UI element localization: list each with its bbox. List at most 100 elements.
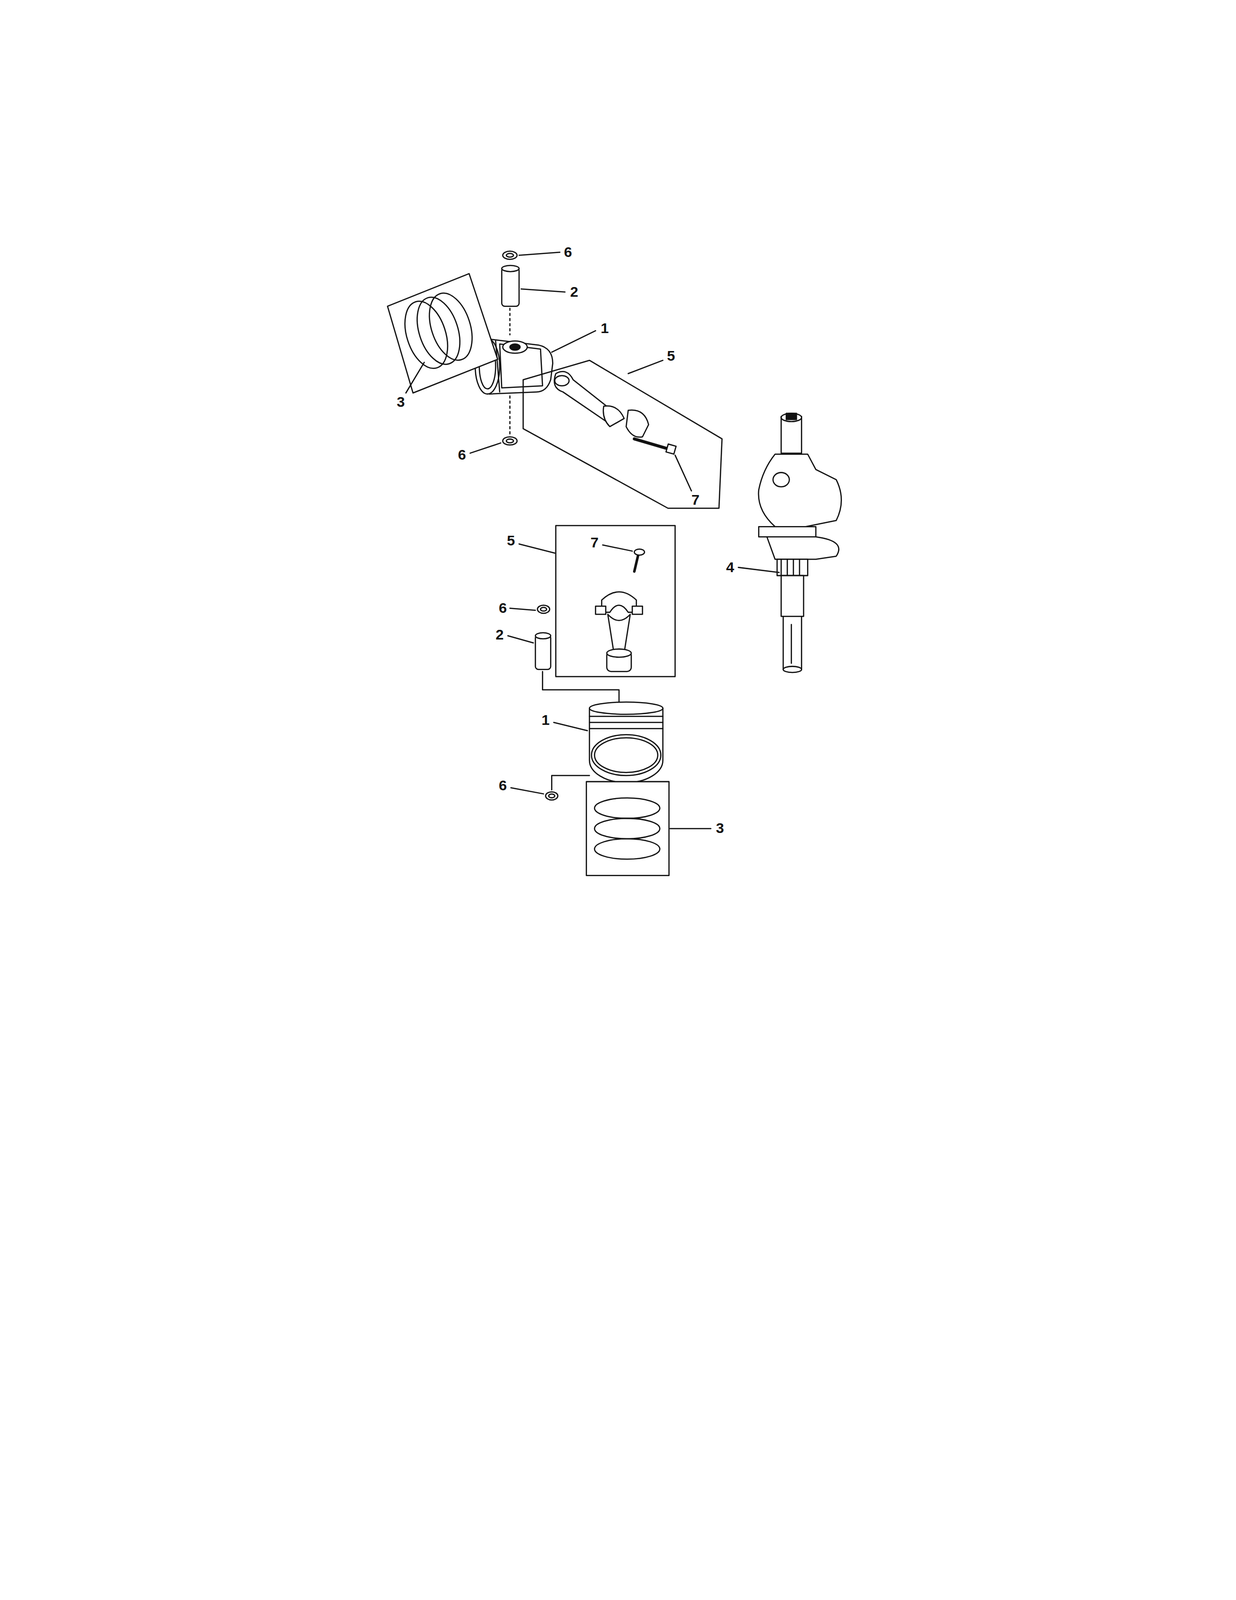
leader-line-part — [551, 330, 596, 352]
connecting-rod-box-part — [606, 649, 632, 658]
assembly-line — [509, 396, 511, 435]
piston-part — [589, 715, 663, 717]
assembly-line — [509, 308, 511, 335]
callout-number: 6 — [498, 600, 508, 616]
connecting-rod-box-part — [665, 443, 677, 455]
crankshaft-part — [773, 472, 790, 487]
crankshaft-part — [776, 558, 808, 576]
circlip — [545, 791, 558, 800]
connecting-rod-box-part — [626, 410, 649, 438]
piston-ring-set-part — [594, 818, 661, 839]
piston-ring-set — [586, 781, 669, 876]
circlip — [537, 604, 550, 614]
piston-ring-set-part — [586, 781, 669, 876]
piston-part — [509, 344, 521, 351]
crankshaft-part — [766, 536, 839, 559]
leader-line-part — [669, 827, 711, 830]
crankshaft-part — [758, 526, 816, 537]
piston-part — [589, 701, 663, 714]
connecting-rod-box-part — [522, 360, 722, 508]
callout-number: 7 — [691, 492, 700, 508]
piston-part — [589, 721, 663, 724]
piston-pin-part — [501, 267, 520, 307]
piston-part — [487, 338, 554, 395]
leader-line-part — [675, 455, 692, 492]
circlip-part — [506, 253, 514, 258]
connecting-rod-box-part — [595, 605, 606, 615]
leader-line-part — [519, 543, 555, 554]
callout-number: 6 — [458, 447, 467, 462]
leader-line-part — [628, 360, 664, 374]
piston-ring-set-part — [421, 287, 480, 366]
callout-number: 3 — [396, 394, 406, 410]
leader-line-part — [738, 567, 779, 573]
connecting-rod-box-part — [601, 591, 637, 613]
assembly-line — [551, 775, 590, 790]
connecting-rod-box-part — [554, 375, 570, 386]
piston-pin — [535, 632, 552, 670]
leader-line-part — [553, 722, 587, 731]
circlip — [502, 251, 517, 260]
piston — [589, 701, 663, 783]
crankshaft-part — [798, 558, 801, 576]
piston-ring-set-part — [387, 273, 498, 393]
connecting-rod-box — [522, 360, 722, 508]
piston-part — [495, 340, 500, 392]
crankshaft-part — [792, 558, 795, 576]
piston-ring-set — [387, 273, 498, 393]
callout-number: 6 — [564, 244, 573, 260]
callout-number: 5 — [507, 533, 516, 548]
piston-ring-set-part — [594, 838, 661, 859]
piston-pin-part — [501, 265, 520, 272]
leader-line-part — [470, 443, 501, 454]
circlip-part — [537, 604, 550, 614]
connecting-rod-box-part — [607, 614, 631, 653]
leader-line-part — [510, 787, 544, 794]
leader-line-part — [507, 635, 534, 643]
crankshaft-part — [758, 454, 842, 527]
circlip-part — [502, 251, 517, 260]
assembly-line — [542, 671, 619, 702]
piston-part — [589, 708, 663, 783]
callout-number: 3 — [715, 820, 725, 836]
callout-number: 1 — [541, 712, 550, 728]
circlip-part — [506, 439, 514, 444]
circlip-part — [502, 436, 517, 445]
piston-part — [594, 737, 658, 773]
crankshaft-part — [786, 413, 797, 420]
crankshaft-part — [790, 624, 793, 664]
crankshaft — [758, 413, 842, 673]
piston-pin — [501, 265, 520, 307]
connecting-rod-box-part — [634, 554, 639, 572]
piston-ring-set-part — [594, 797, 661, 819]
connecting-rod-box-part — [603, 405, 625, 427]
crankshaft-part — [780, 558, 782, 576]
circlip-part — [548, 793, 555, 798]
connecting-rod-box-part — [555, 525, 676, 677]
leader-line-part — [405, 362, 425, 393]
piston-ring-set-part — [396, 295, 456, 374]
connecting-rod-box-part — [634, 438, 670, 449]
crankshaft-part — [783, 665, 802, 673]
callout-number: 2 — [495, 627, 505, 642]
circlip — [502, 436, 517, 445]
leader-line-part — [521, 288, 565, 292]
piston-pin-part — [535, 632, 552, 639]
callout-number: 5 — [666, 348, 676, 364]
leader-line-part — [602, 544, 633, 552]
crankshaft-part — [783, 616, 802, 669]
piston-pin-part — [535, 634, 552, 670]
callout-number: 6 — [498, 777, 508, 793]
callout-number: 2 — [570, 284, 579, 300]
piston-part — [591, 734, 661, 776]
connecting-rod-box-part — [632, 605, 643, 615]
piston-ring-set-part — [409, 291, 468, 370]
leader-line-part — [509, 607, 536, 610]
crankshaft-part — [781, 575, 804, 617]
callout-number: 4 — [726, 559, 735, 575]
callout-number: 1 — [600, 320, 609, 336]
connecting-rod-box — [555, 525, 676, 677]
leader-line-part — [519, 252, 560, 255]
crankshaft-part — [781, 413, 802, 422]
